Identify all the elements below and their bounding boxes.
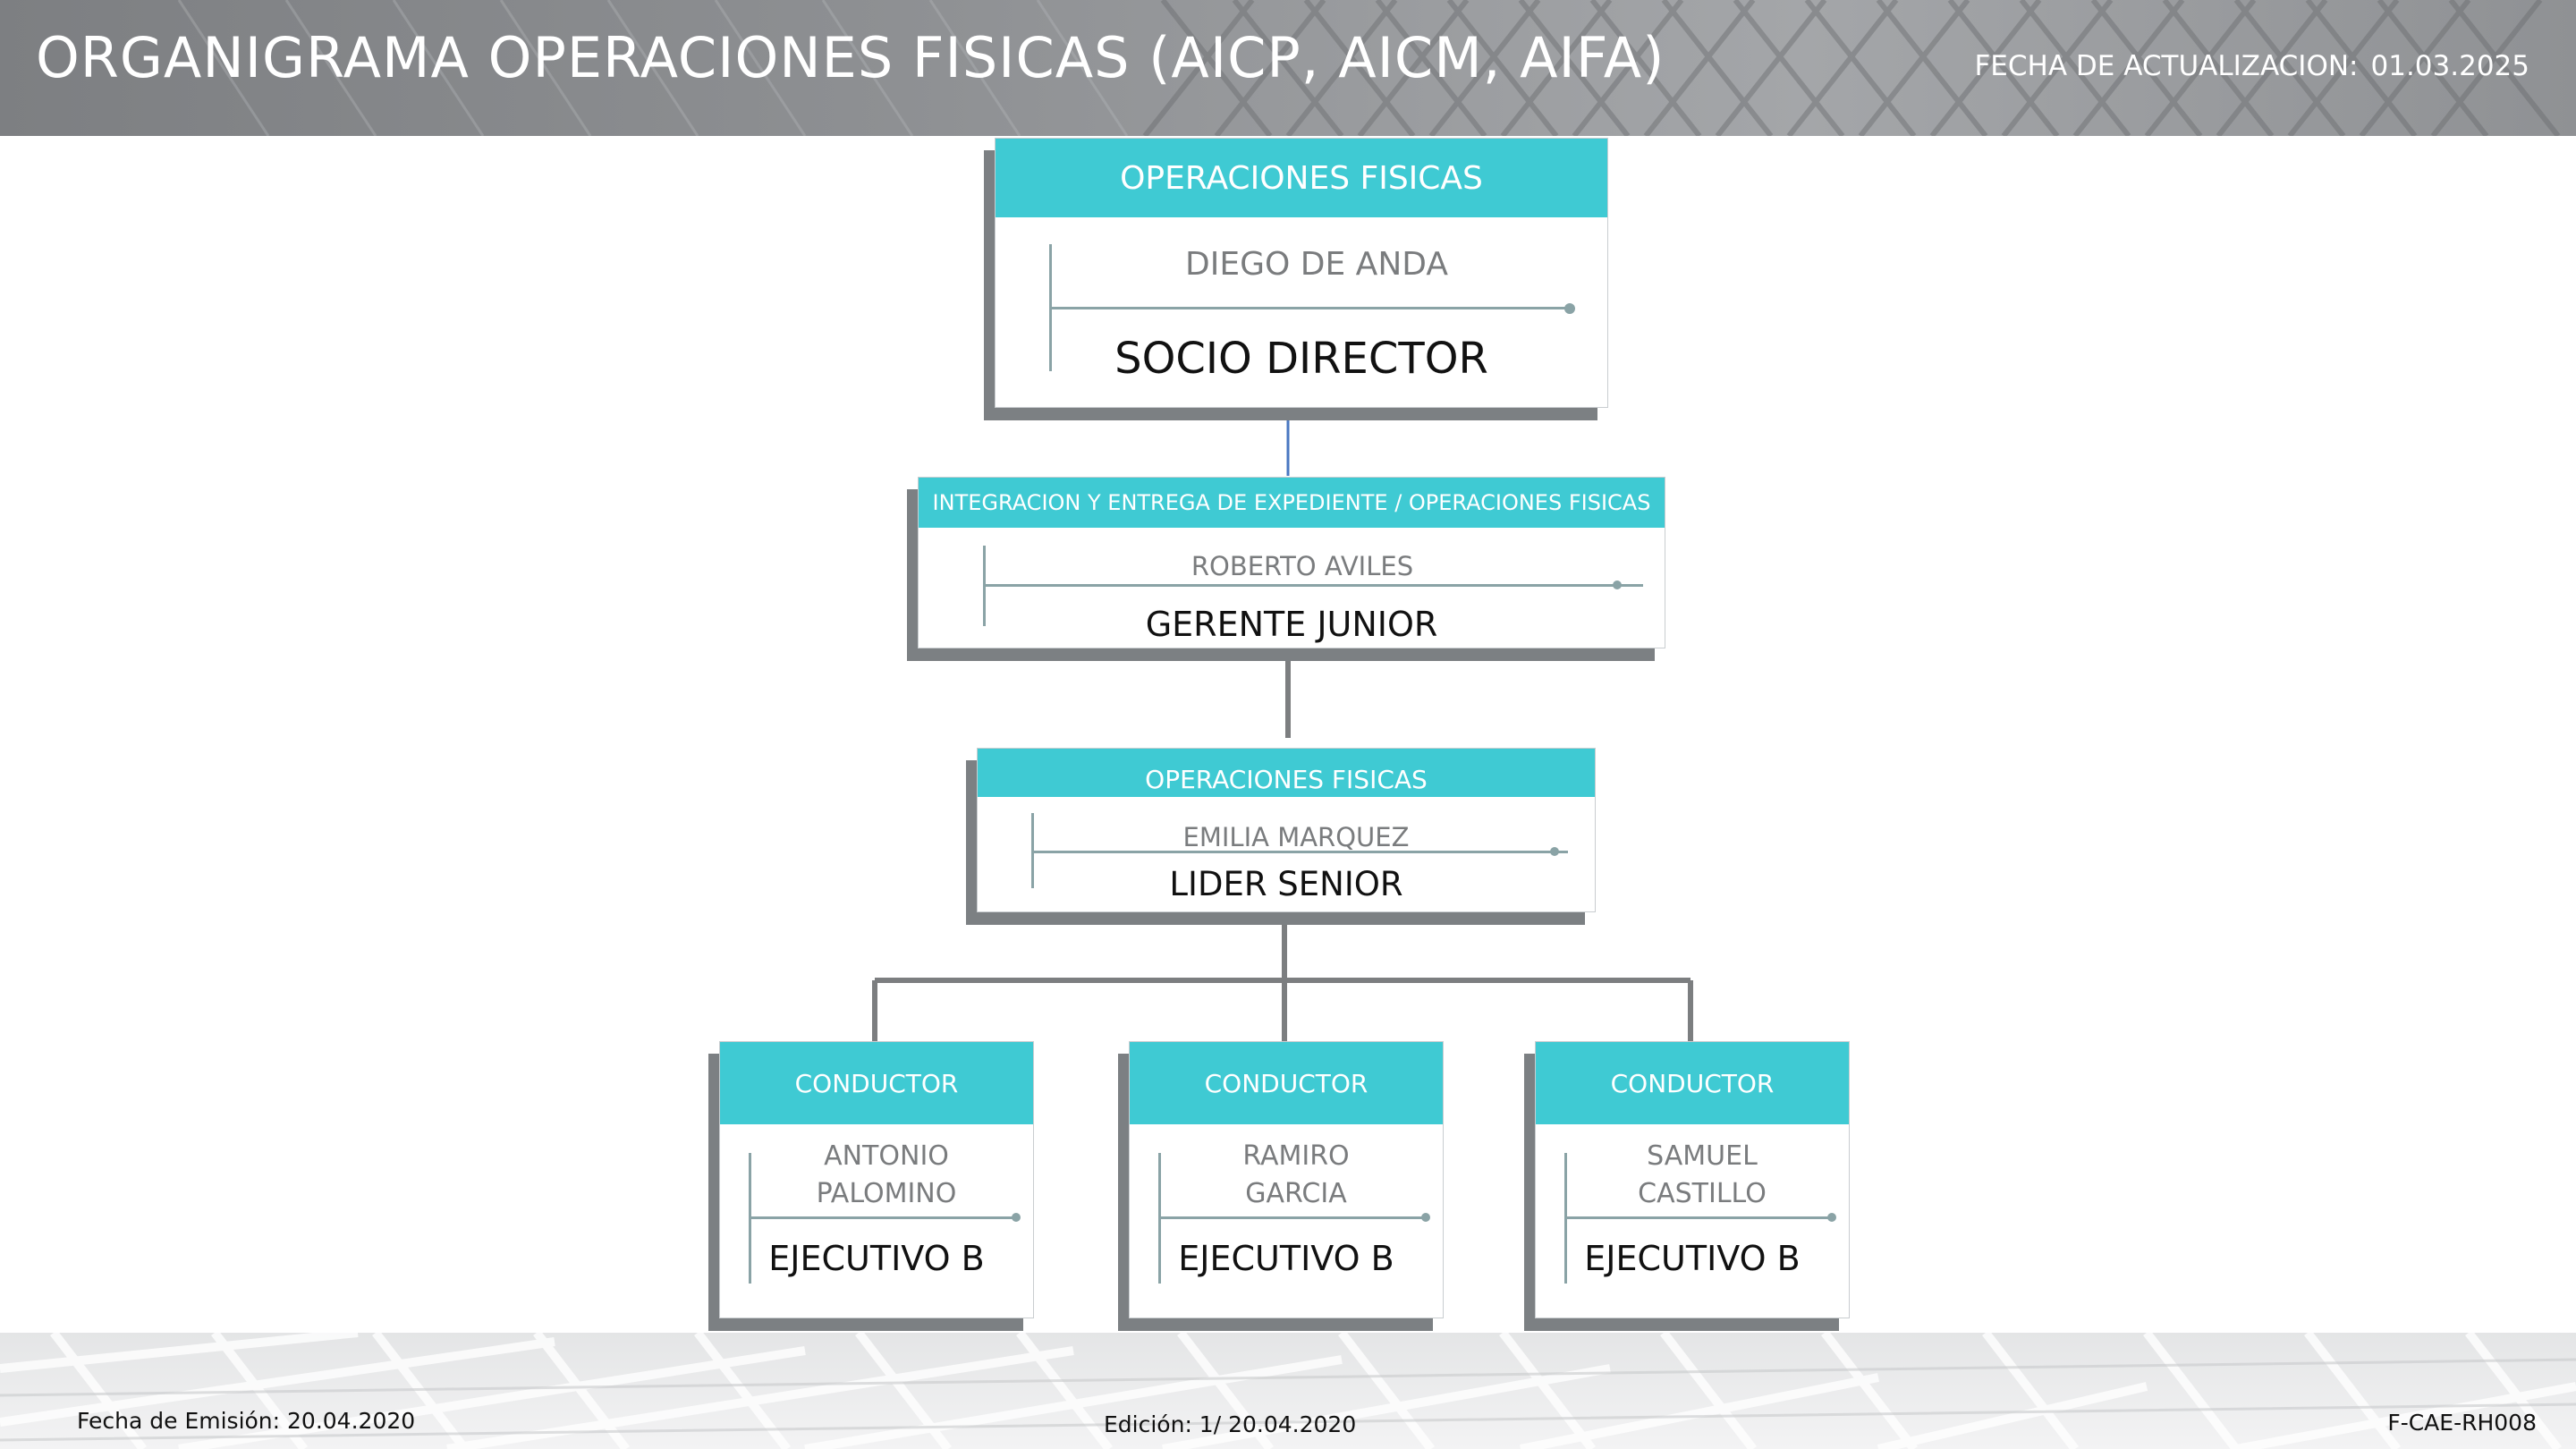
employee-name: ROBERTO AVILES xyxy=(1191,551,1414,581)
card-bracket xyxy=(1031,813,1034,888)
card-divider-dot xyxy=(1550,847,1559,856)
org-card-driver-3: CONDUCTOR SAMUEL CASTILLO EJECUTIVO B xyxy=(1535,1041,1850,1318)
footer-banner: Fecha de Emisión: 20.04.2020 Edición: 1/… xyxy=(0,1333,2576,1449)
issue-date: Fecha de Emisión: 20.04.2020 xyxy=(77,1408,416,1434)
card-area-header: INTEGRACION Y ENTREGA DE EXPEDIENTE / OP… xyxy=(919,478,1665,528)
employee-name-last: CASTILLO xyxy=(1638,1178,1767,1209)
employee-name-first: SAMUEL xyxy=(1647,1140,1758,1172)
org-card-driver-2: CONDUCTOR RAMIRO GARCIA EJECUTIVO B xyxy=(1129,1041,1444,1318)
edition: Edición: 1/ 20.04.2020 xyxy=(1104,1411,1357,1437)
employee-role: SOCIO DIRECTOR xyxy=(1114,334,1488,384)
card-divider-dot xyxy=(1012,1213,1021,1222)
card-bracket xyxy=(1049,244,1052,371)
employee-role: EJECUTIVO B xyxy=(768,1239,985,1278)
card-divider-dot xyxy=(1564,303,1575,314)
card-divider xyxy=(985,584,1643,587)
employee-role: GERENTE JUNIOR xyxy=(1145,605,1438,644)
employee-name-last: GARCIA xyxy=(1245,1178,1347,1209)
card-divider xyxy=(1160,1216,1428,1219)
card-bracket xyxy=(749,1153,751,1284)
page-title: ORGANIGRAMA OPERACIONES FISICAS (AICP, A… xyxy=(36,25,1665,90)
employee-role: LIDER SENIOR xyxy=(1169,865,1403,903)
employee-name: EMILIA MARQUEZ xyxy=(1182,822,1410,852)
card-area-header: OPERACIONES FISICAS xyxy=(978,749,1595,797)
card-divider xyxy=(1566,1216,1835,1219)
card-divider-dot xyxy=(1827,1213,1836,1222)
employee-name-last: PALOMINO xyxy=(816,1178,957,1209)
card-area-header: CONDUCTOR xyxy=(1130,1042,1443,1124)
card-area-header: OPERACIONES FISICAS xyxy=(996,139,1607,217)
org-card-lead: OPERACIONES FISICAS EMILIA MARQUEZ LIDER… xyxy=(977,748,1596,912)
card-divider xyxy=(1033,851,1568,853)
header-building-pattern xyxy=(177,0,2561,136)
card-bracket xyxy=(1158,1153,1161,1284)
card-area-header: CONDUCTOR xyxy=(1536,1042,1849,1124)
card-divider xyxy=(750,1216,1019,1219)
document-code: F-CAE-RH008 xyxy=(2387,1410,2537,1436)
header-banner: ORGANIGRAMA OPERACIONES FISICAS (AICP, A… xyxy=(0,0,2576,136)
org-card-manager: INTEGRACION Y ENTREGA DE EXPEDIENTE / OP… xyxy=(918,477,1665,648)
footer-building-pattern xyxy=(0,1333,2576,1449)
card-bracket xyxy=(1564,1153,1567,1284)
update-date: FECHA DE ACTUALIZACION: 01.03.2025 xyxy=(1974,50,2529,82)
card-area-header: CONDUCTOR xyxy=(720,1042,1033,1124)
employee-name: DIEGO DE ANDA xyxy=(1185,246,1448,283)
employee-role: EJECUTIVO B xyxy=(1178,1239,1394,1278)
card-divider-dot xyxy=(1421,1213,1430,1222)
org-card-director: OPERACIONES FISICAS DIEGO DE ANDA SOCIO … xyxy=(995,138,1608,408)
update-date-label: FECHA DE ACTUALIZACION: xyxy=(1974,50,2359,82)
employee-name-first: RAMIRO xyxy=(1242,1140,1350,1172)
card-divider xyxy=(1051,307,1570,309)
org-card-driver-1: CONDUCTOR ANTONIO PALOMINO EJECUTIVO B xyxy=(719,1041,1034,1318)
employee-name-first: ANTONIO xyxy=(824,1140,949,1172)
employee-role: EJECUTIVO B xyxy=(1584,1239,1801,1278)
card-divider-dot xyxy=(1613,580,1622,589)
card-bracket xyxy=(983,546,986,626)
update-date-value: 01.03.2025 xyxy=(2370,50,2530,82)
